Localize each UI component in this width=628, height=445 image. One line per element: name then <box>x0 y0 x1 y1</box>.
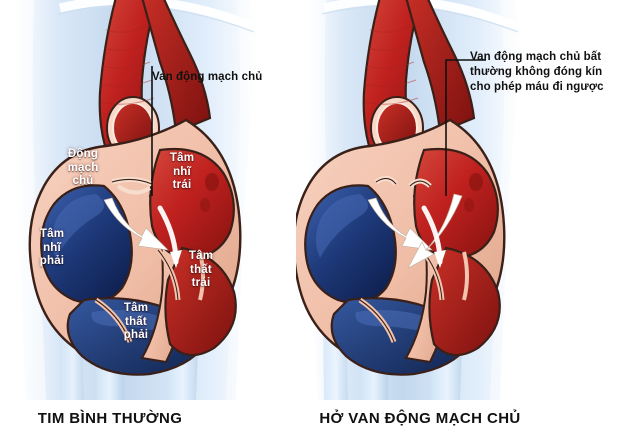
annotation-normal-valve: Van động mạch chủ <box>152 71 263 83</box>
left-ventricle <box>428 246 501 357</box>
normal-heart-illustration <box>0 0 300 400</box>
caption-normal-heart: TIM BÌNH THƯỜNG <box>37 410 183 427</box>
panel-aortic-regurgitation-heart <box>296 0 628 400</box>
caption-regurgitation-heart: HỞ VAN ĐỘNG MẠCH CHỦ <box>319 410 521 427</box>
annotation-regurgitant-valve: Van động mạch chủ bất thường không đóng … <box>470 51 604 93</box>
left-ventricle <box>164 246 237 357</box>
panel-normal-heart: Động mạch chủ Tâm nhĩ trái Tâm nhĩ phải … <box>0 0 300 400</box>
regurgitation-heart-illustration <box>296 0 628 400</box>
flow-arrow-forward <box>367 197 433 251</box>
flow-arrow-regurgitant <box>407 193 463 269</box>
annotation-leader-line <box>445 59 486 196</box>
flow-arrow-forward <box>103 197 169 251</box>
